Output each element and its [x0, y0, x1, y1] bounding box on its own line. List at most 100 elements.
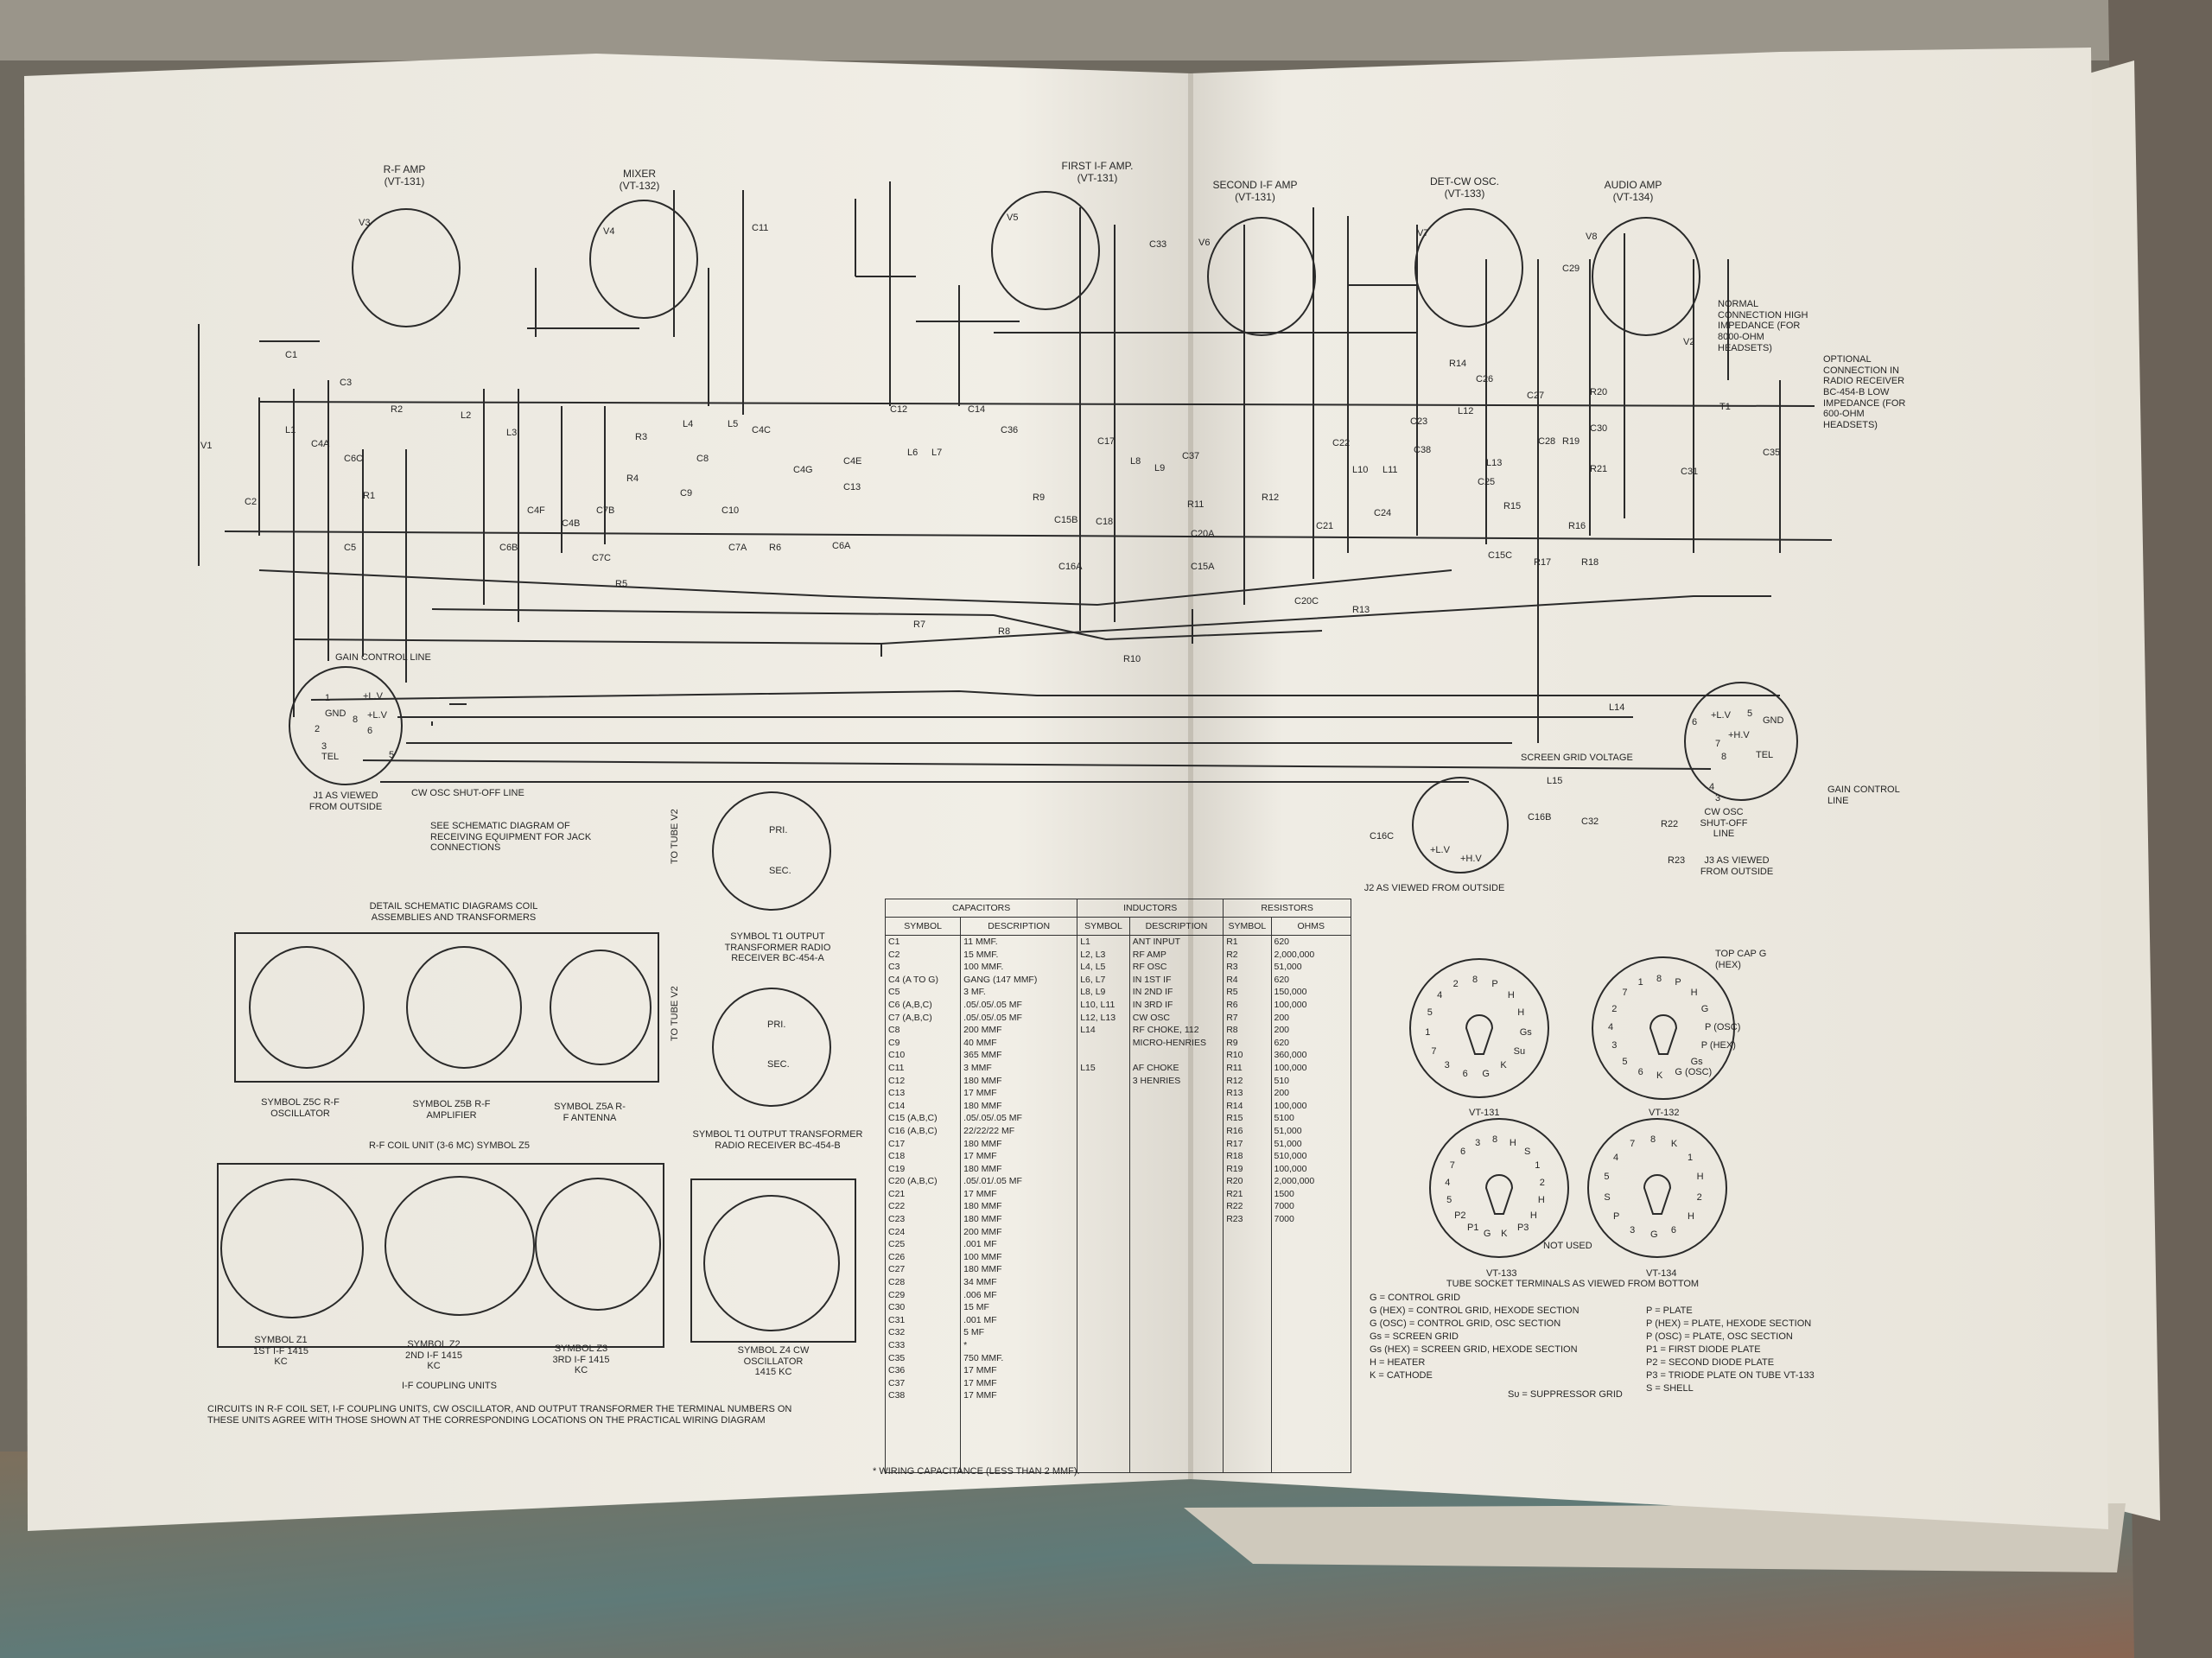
- component-label-r10: R10: [1123, 654, 1141, 664]
- vt132-pin-label: 7: [1622, 988, 1628, 999]
- tube-ref-v6: V6: [1198, 238, 1211, 248]
- tube-label-second-if: SECOND I-F AMP(VT-131): [1212, 179, 1298, 203]
- component-label-c4e: C4E: [843, 456, 862, 467]
- jack-circles: [289, 666, 1798, 873]
- component-label-c12: C12: [890, 404, 908, 415]
- resistors-header: RESISTORS: [1223, 899, 1351, 918]
- tube-label-audio-amp: AUDIO AMP(VT-134): [1604, 179, 1662, 203]
- coil-footnote: CIRCUITS IN R-F COIL SET, I-F COUPLING U…: [207, 1404, 792, 1426]
- vt133-pin-label: 8: [1492, 1134, 1498, 1145]
- schematic-wiring: [198, 181, 1833, 783]
- j1-pin-label: 5: [389, 750, 395, 760]
- component-label-l7: L7: [931, 448, 943, 458]
- vt133-pin-label: G: [1483, 1229, 1491, 1240]
- vt134-pin-label: 8: [1650, 1134, 1656, 1145]
- j1-pin-label: GND: [325, 708, 346, 719]
- component-label-c31: C31: [1681, 467, 1699, 477]
- tube-ref-v3: V3: [359, 218, 371, 228]
- inductor-symbols: L1 L2, L3 L4, L5 L6, L7 L8, L9 L10, L11 …: [1077, 935, 1130, 1473]
- socket-circles: [1409, 956, 1735, 1258]
- component-label-c22: C22: [1332, 438, 1351, 448]
- vt133-pin-label: 1: [1535, 1160, 1541, 1172]
- vt132-pin-label: P: [1675, 977, 1681, 988]
- vt132-pin-label: P (OSC): [1705, 1022, 1741, 1032]
- component-label-c17: C17: [1097, 436, 1116, 447]
- component-label-c38: C38: [1414, 445, 1432, 455]
- j3-pin-label: 5: [1747, 708, 1753, 719]
- cap-symbol-header: SYMBOL: [884, 917, 962, 936]
- vt132-pin-label: 1: [1637, 977, 1643, 988]
- component-label-r6: R6: [769, 543, 782, 553]
- capacitors-header: CAPACITORS: [884, 899, 1078, 918]
- component-label-c32: C32: [1581, 816, 1599, 827]
- vt133-pin-label: H: [1509, 1137, 1516, 1148]
- legend-line: P2 = SECOND DIODE PLATE: [1646, 1357, 1775, 1368]
- component-label-c27: C27: [1527, 391, 1545, 401]
- j3-pin-label: GND: [1763, 715, 1784, 726]
- vt131-pin-label: G: [1482, 1068, 1490, 1079]
- vt131-pin-label: P: [1491, 978, 1498, 989]
- jack-j1-caption: J1 AS VIEWED FROM OUTSIDE: [308, 791, 383, 812]
- j3-pin-label: 4: [1709, 782, 1715, 792]
- component-label-l15: L15: [1547, 776, 1563, 786]
- vt131-pin-label: H: [1507, 990, 1515, 1001]
- res-symbol-header: SYMBOL: [1223, 917, 1272, 936]
- vt132-pin-label: 3: [1611, 1040, 1618, 1051]
- component-label-c15c: C15C: [1488, 550, 1513, 561]
- component-label-r14: R14: [1449, 359, 1467, 369]
- tube-label-det-cw-osc: DET-CW OSC.(VT-133): [1430, 175, 1499, 200]
- vt132-pin-label: P (HEX): [1700, 1040, 1736, 1051]
- component-label-c29: C29: [1562, 264, 1580, 274]
- legend-line: G (OSC) = CONTROL GRID, OSC SECTION: [1370, 1318, 1561, 1329]
- vt133-pin-label: 2: [1539, 1177, 1545, 1188]
- vt134-pin-label: H: [1688, 1211, 1694, 1223]
- vt131-pin-label: K: [1500, 1060, 1507, 1071]
- component-label-c16a: C16A: [1058, 562, 1083, 572]
- component-label-c16b: C16B: [1528, 812, 1552, 823]
- tube-ref-v4: V4: [603, 226, 615, 237]
- detail-diagrams-title: DETAIL SCHEMATIC DIAGRAMS COIL ASSEMBLIE…: [369, 901, 538, 923]
- component-label-c18: C18: [1096, 517, 1114, 527]
- right-page: [1191, 48, 2108, 1529]
- component-label-c7a: C7A: [728, 543, 747, 553]
- component-label-c16c: C16C: [1370, 831, 1395, 842]
- vt134-pin-label: 1: [1688, 1152, 1694, 1163]
- component-label-c6b: C6B: [499, 543, 518, 553]
- component-label-l2: L2: [461, 410, 472, 421]
- component-label-c3: C3: [340, 378, 353, 388]
- vt134-pin-label: G: [1650, 1229, 1658, 1240]
- vt132-pin-label: 4: [1608, 1022, 1614, 1032]
- see-schematic-note: SEE SCHEMATIC DIAGRAM OF RECEIVING EQUIP…: [430, 821, 592, 854]
- vt131-pin-label: 5: [1427, 1007, 1433, 1018]
- legend-line: S = SHELL: [1646, 1383, 1694, 1394]
- t1a-pri-label: PRI.: [769, 825, 788, 835]
- j1-pin-label: +L.V: [367, 710, 387, 721]
- component-label-r20: R20: [1590, 387, 1608, 397]
- vt134-pin-label: S: [1604, 1192, 1611, 1204]
- normal-connection-note: NORMAL CONNECTION HIGH IMPEDANCE (FOR 80…: [1718, 299, 1808, 353]
- vt132-pin-label: G (OSC): [1675, 1066, 1713, 1077]
- j3-pin-label: 7: [1715, 739, 1721, 749]
- legend-line: P3 = TRIODE PLATE ON TUBE VT-133: [1646, 1370, 1815, 1381]
- component-label-r4: R4: [626, 473, 639, 484]
- j1-pin-label: 6: [367, 726, 373, 736]
- z5a-caption: SYMBOL Z5A R-F ANTENNA: [554, 1102, 626, 1123]
- j3-pin-label: 8: [1721, 752, 1727, 762]
- tube-label-mixer: MIXER(VT-132): [619, 168, 660, 192]
- jack-j3-caption: J3 AS VIEWED FROM OUTSIDE: [1700, 855, 1774, 877]
- z3-caption: SYMBOL Z3 3RD I-F 1415 KC: [552, 1344, 610, 1376]
- component-label-r3: R3: [635, 432, 648, 442]
- table-footnote: * WIRING CAPACITANCE (LESS THAN 2 MMF).: [873, 1466, 1080, 1477]
- component-label-c25: C25: [1478, 477, 1496, 487]
- component-label-l11: L11: [1382, 465, 1398, 475]
- ind-symbol-header: SYMBOL: [1077, 917, 1130, 936]
- component-label-r15: R15: [1503, 501, 1522, 511]
- vt133-pin-label: 3: [1475, 1137, 1481, 1148]
- j2-pin-label: +L.V: [1430, 845, 1450, 855]
- component-label-c36: C36: [1001, 425, 1019, 435]
- vt133-pin-label: P3: [1516, 1222, 1529, 1233]
- component-label-c20c: C20C: [1294, 596, 1319, 607]
- legend-line: Gs (HEX) = SCREEN GRID, HEXODE SECTION: [1370, 1344, 1578, 1355]
- vt133-pin-label: 7: [1449, 1160, 1455, 1172]
